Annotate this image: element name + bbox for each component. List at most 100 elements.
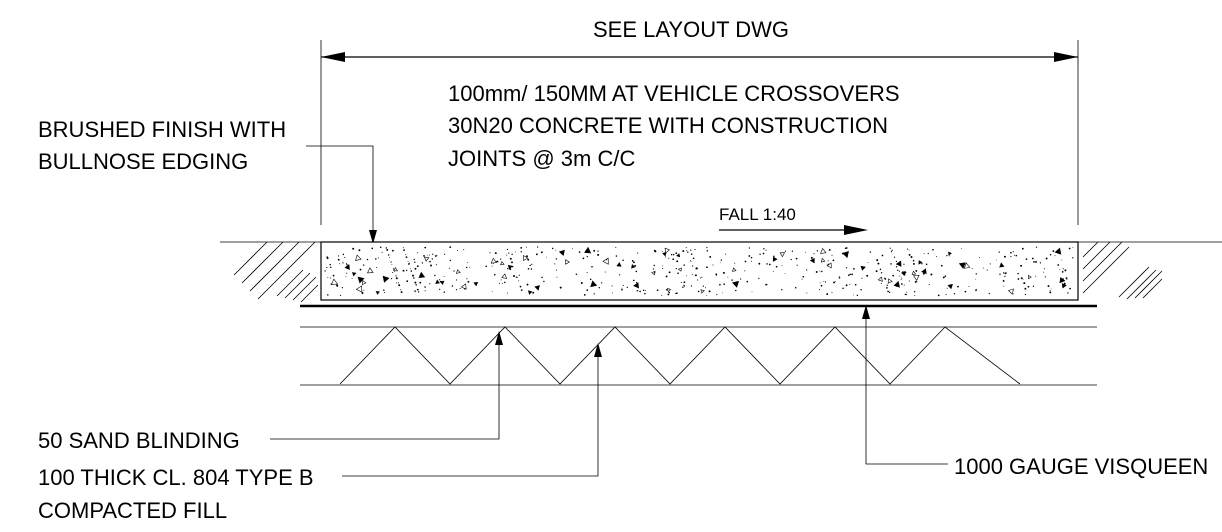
concrete-aggregate <box>423 256 430 262</box>
concrete-aggregate <box>820 247 827 254</box>
concrete-dot <box>675 252 678 254</box>
concrete-dot <box>395 282 397 284</box>
concrete-dot <box>582 257 585 260</box>
concrete-dot <box>683 281 686 284</box>
concrete-dot <box>930 273 933 276</box>
concrete-dot <box>414 290 416 292</box>
finish-leader-arrow <box>369 230 377 244</box>
membrane-label: 1000 GAUGE VISQUEEN <box>954 454 1208 479</box>
concrete-dot <box>936 256 937 257</box>
slab-specification-note: 100mm/ 150MM AT VEHICLE CROSSOVERS 30N20… <box>448 81 900 171</box>
concrete-dot <box>869 251 871 253</box>
concrete-dot <box>806 269 808 271</box>
concrete-dot <box>748 255 751 257</box>
concrete-dot <box>412 274 414 277</box>
concrete-dot <box>324 270 326 272</box>
concrete-dot <box>635 270 638 273</box>
concrete-dot <box>831 291 833 294</box>
concrete-dot <box>665 275 668 278</box>
concrete-dot <box>1020 264 1023 267</box>
concrete-dot <box>682 250 685 253</box>
concrete-dot <box>716 274 718 276</box>
concrete-dot <box>417 252 419 254</box>
concrete-dot <box>535 253 538 256</box>
concrete-dot <box>390 261 392 263</box>
concrete-dot <box>995 259 997 261</box>
concrete-dot <box>1054 255 1056 257</box>
concrete-dot <box>344 256 346 258</box>
concrete-dot <box>1031 257 1034 260</box>
concrete-dot <box>838 277 841 279</box>
concrete-dot <box>580 282 583 284</box>
concrete-dot <box>890 251 892 253</box>
concrete-dot <box>346 263 348 265</box>
concrete-stipple-pattern <box>324 246 1074 297</box>
concrete-dot <box>508 252 510 254</box>
concrete-dot <box>910 256 913 258</box>
concrete-dot <box>734 262 736 264</box>
fall-label: FALL 1:40 <box>719 205 796 224</box>
concrete-dot <box>536 246 539 248</box>
concrete-dot <box>796 264 798 266</box>
concrete-dot <box>449 259 452 262</box>
concrete-dot <box>856 294 859 297</box>
concrete-dot <box>506 254 508 256</box>
concrete-dot <box>459 287 461 289</box>
concrete-aggregate <box>565 259 570 265</box>
concrete-aggregate <box>375 291 380 295</box>
concrete-dot <box>979 257 981 259</box>
dimension-arrow-left <box>321 52 345 62</box>
concrete-dot <box>662 267 664 270</box>
concrete-dot <box>949 255 951 257</box>
concrete-dot <box>845 267 848 269</box>
concrete-dot <box>424 290 426 292</box>
concrete-dot <box>1024 287 1027 290</box>
concrete-dot <box>759 253 761 255</box>
concrete-dot <box>511 261 513 264</box>
concrete-dot <box>1066 278 1068 280</box>
concrete-dot <box>877 262 880 265</box>
concrete-dot <box>957 285 959 288</box>
concrete-dot <box>751 260 753 262</box>
concrete-dot <box>819 270 821 272</box>
concrete-dot <box>762 252 765 255</box>
concrete-dot <box>346 264 348 266</box>
concrete-dot <box>845 247 848 249</box>
concrete-dot <box>765 283 768 286</box>
concrete-dot <box>727 276 729 278</box>
membrane-note: 1000 GAUGE VISQUEEN <box>862 305 1208 479</box>
concrete-dot <box>645 290 646 292</box>
concrete-dot <box>392 268 395 270</box>
concrete-dot <box>696 267 698 270</box>
concrete-dot <box>426 254 428 256</box>
concrete-dot <box>375 258 377 260</box>
concrete-dot <box>1004 272 1007 275</box>
concrete-dot <box>338 255 340 257</box>
concrete-dot <box>724 253 727 255</box>
concrete-dot <box>520 251 522 253</box>
concrete-dot <box>696 267 698 269</box>
concrete-aggregate <box>523 254 529 262</box>
concrete-dot <box>555 258 558 260</box>
concrete-dot <box>968 286 970 287</box>
concrete-dot <box>546 256 547 258</box>
concrete-dot <box>1047 285 1050 288</box>
concrete-dot <box>895 260 898 262</box>
concrete-dot <box>975 278 977 280</box>
concrete-dot <box>1035 275 1037 277</box>
concrete-dot <box>633 279 635 282</box>
concrete-aggregate <box>382 275 390 283</box>
concrete-dot <box>634 264 637 267</box>
concrete-aggregate <box>820 257 826 263</box>
concrete-dot <box>1063 282 1066 285</box>
concrete-dot <box>676 292 678 295</box>
concrete-slab <box>320 241 1079 301</box>
concrete-dot <box>514 251 516 253</box>
concrete-dot <box>1027 285 1030 288</box>
concrete-dot <box>824 281 827 283</box>
concrete-dot <box>395 277 398 280</box>
concrete-dot <box>619 274 621 276</box>
concrete-dot <box>1023 282 1026 285</box>
concrete-dot <box>823 281 825 282</box>
concrete-dot <box>795 257 798 260</box>
